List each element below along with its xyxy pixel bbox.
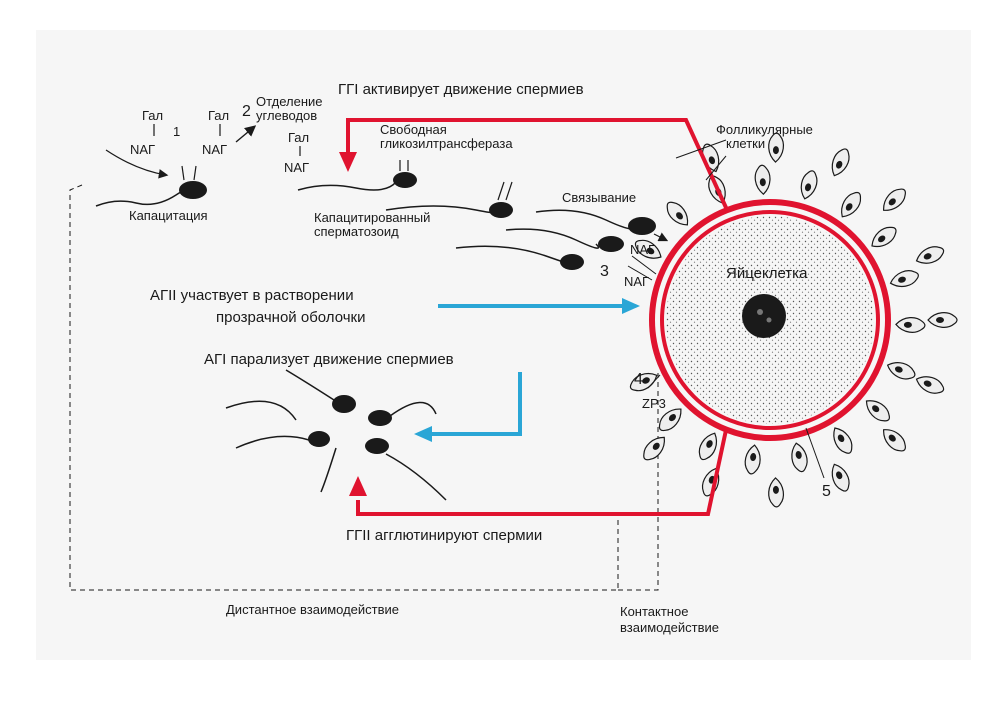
label-free-gt-1: Свободная	[380, 122, 447, 137]
label-zp3: ZP3	[642, 396, 666, 411]
ag1-arrow	[428, 372, 522, 436]
follicular-cell	[666, 201, 689, 226]
label-binding: Связывание	[562, 190, 636, 205]
follicular-cell	[698, 432, 718, 461]
label-nag-bind-2: NАГ	[624, 274, 649, 289]
label-capacitation: Капацитация	[129, 208, 208, 223]
follicular-cell	[831, 463, 850, 492]
sperm-paralyzed	[225, 369, 447, 501]
label-gg2: ГГII агглютинируют спермии	[346, 527, 542, 544]
label-ag2-line2: прозрачной оболочки	[216, 309, 366, 326]
label-follicular-1: Фолликулярные	[716, 122, 813, 137]
follicular-cell	[889, 270, 919, 288]
label-capacitated-2: сперматозоид	[314, 224, 399, 239]
label-separation-line1: Отделение	[256, 94, 323, 109]
label-capacitated-1: Капацитированный	[314, 210, 430, 225]
gg2-arrow	[356, 429, 728, 516]
label-follicular-2: клетки	[726, 136, 765, 151]
label-num-2: 2	[242, 103, 251, 120]
follicular-cell	[915, 246, 945, 264]
sperm-capacitation	[95, 149, 207, 207]
label-distant: Дистантное взаимодействие	[226, 602, 399, 617]
sperm-binding	[455, 209, 669, 281]
egg-cell	[649, 199, 891, 441]
label-nag-3: NАГ	[284, 160, 309, 175]
follicular-cell	[658, 408, 682, 432]
follicular-cell	[800, 170, 818, 200]
follicular-cell	[883, 429, 906, 452]
label-contact-2: взаимодействие	[620, 620, 719, 635]
label5-leader	[805, 427, 825, 479]
label-num-4: 4	[634, 371, 643, 388]
follicular-cell	[831, 148, 850, 177]
follicular-cell	[833, 427, 853, 454]
label-num-3: 3	[600, 263, 609, 280]
diagram-canvas: Гал NАГ 1 Гал NАГ 2 Отделение углеводов …	[36, 30, 971, 660]
label-num-1: 1	[173, 124, 180, 139]
follicular-leader	[675, 139, 727, 159]
label-num-5: 5	[822, 483, 831, 500]
follicular-cell	[744, 444, 761, 475]
follicular-cell	[791, 442, 808, 473]
label-gg1: ГГI активирует движение спермиев	[338, 81, 584, 98]
sperm-capacitated	[297, 160, 513, 218]
label-gal-2: Гал	[208, 108, 229, 123]
label-ag1: АГI парализует движение спермиев	[204, 351, 454, 368]
follicular-cell	[883, 188, 906, 211]
zp3-leader	[647, 374, 661, 389]
label-nag-2: NАГ	[202, 142, 227, 157]
label-egg: Яйцеклетка	[726, 265, 808, 282]
separation-arrow	[235, 125, 257, 143]
label-nag-1: NАГ	[130, 142, 155, 157]
contact-bracket	[618, 370, 659, 591]
gg1-arrow	[346, 118, 730, 213]
label-gal-3: Гал	[288, 130, 309, 145]
follicular-cell	[871, 226, 897, 248]
follicular-cell	[629, 372, 658, 392]
follicular-cell	[927, 312, 958, 328]
fertilization-diagram: Гал NАГ 1 Гал NАГ 2 Отделение углеводов …	[69, 81, 958, 635]
label-free-gt-2: гликозилтрансфераза	[380, 136, 513, 151]
follicular-cell	[886, 362, 916, 380]
follicular-cell	[634, 239, 662, 259]
follicular-cell	[841, 191, 862, 218]
label-gal-1: Гал	[142, 108, 163, 123]
follicular-cell	[768, 132, 785, 163]
label-separation-line2: углеводов	[256, 108, 317, 123]
follicular-cell	[895, 317, 926, 333]
follicular-cell	[643, 436, 665, 461]
label-nag-bind-1: NАГ	[630, 242, 655, 257]
nucleus	[742, 294, 786, 338]
follicular-cell	[754, 164, 771, 195]
label-contact-1: Контактное	[620, 604, 688, 619]
distant-bracket	[69, 184, 619, 591]
label-ag2-line1: АГII участвует в растворении	[150, 287, 354, 304]
follicular-cell	[768, 477, 785, 508]
follicular-cells	[629, 132, 958, 508]
follicular-cell	[865, 400, 891, 422]
follicular-cell	[915, 376, 945, 394]
